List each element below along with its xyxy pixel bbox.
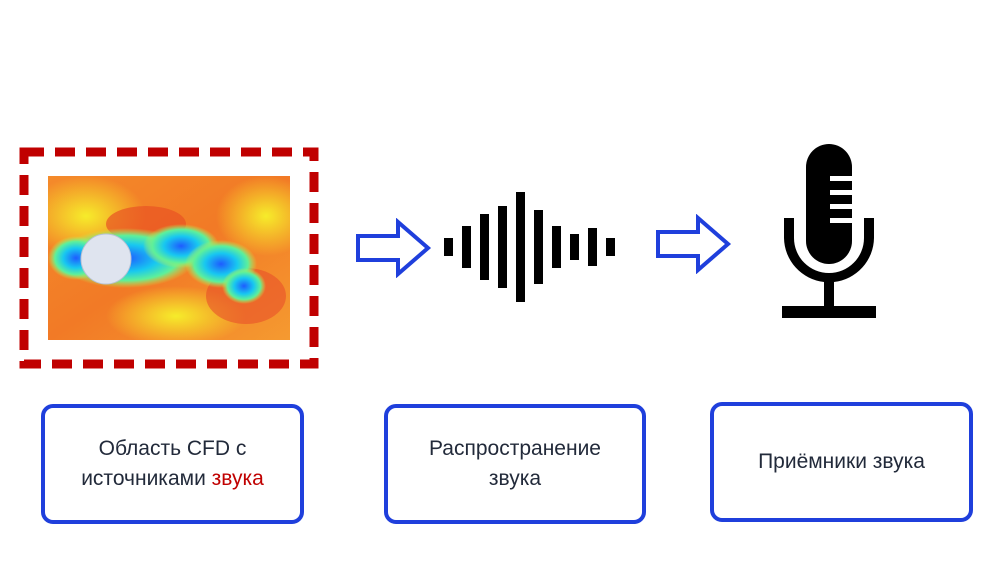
receivers-label: Приёмники звука: [758, 450, 925, 473]
propagation-label-line2: звука: [488, 467, 542, 490]
hollow-right-arrow-icon: [354, 218, 432, 278]
cfd-label-highlight: звука: [211, 467, 264, 490]
sound-waveform-icon: [440, 190, 618, 304]
hollow-right-arrow-icon: [654, 214, 732, 274]
propagation-label-line1: Распространение: [429, 437, 601, 460]
microphone-icon: [778, 140, 880, 322]
stage-label-receivers: Приёмники звука: [710, 402, 973, 522]
cfd-domain-frame: [16, 146, 322, 370]
cfd-label-line2: источниками звука: [81, 464, 264, 494]
cfd-label-line2-text: источниками: [81, 467, 212, 490]
stage-label-propagation: Распространение звука: [384, 404, 646, 524]
cfd-label-line1: Область CFD с: [98, 437, 247, 460]
stage-label-cfd: Область CFD с источниками звука: [41, 404, 304, 524]
cfd-vortex-field-image: [48, 176, 290, 340]
